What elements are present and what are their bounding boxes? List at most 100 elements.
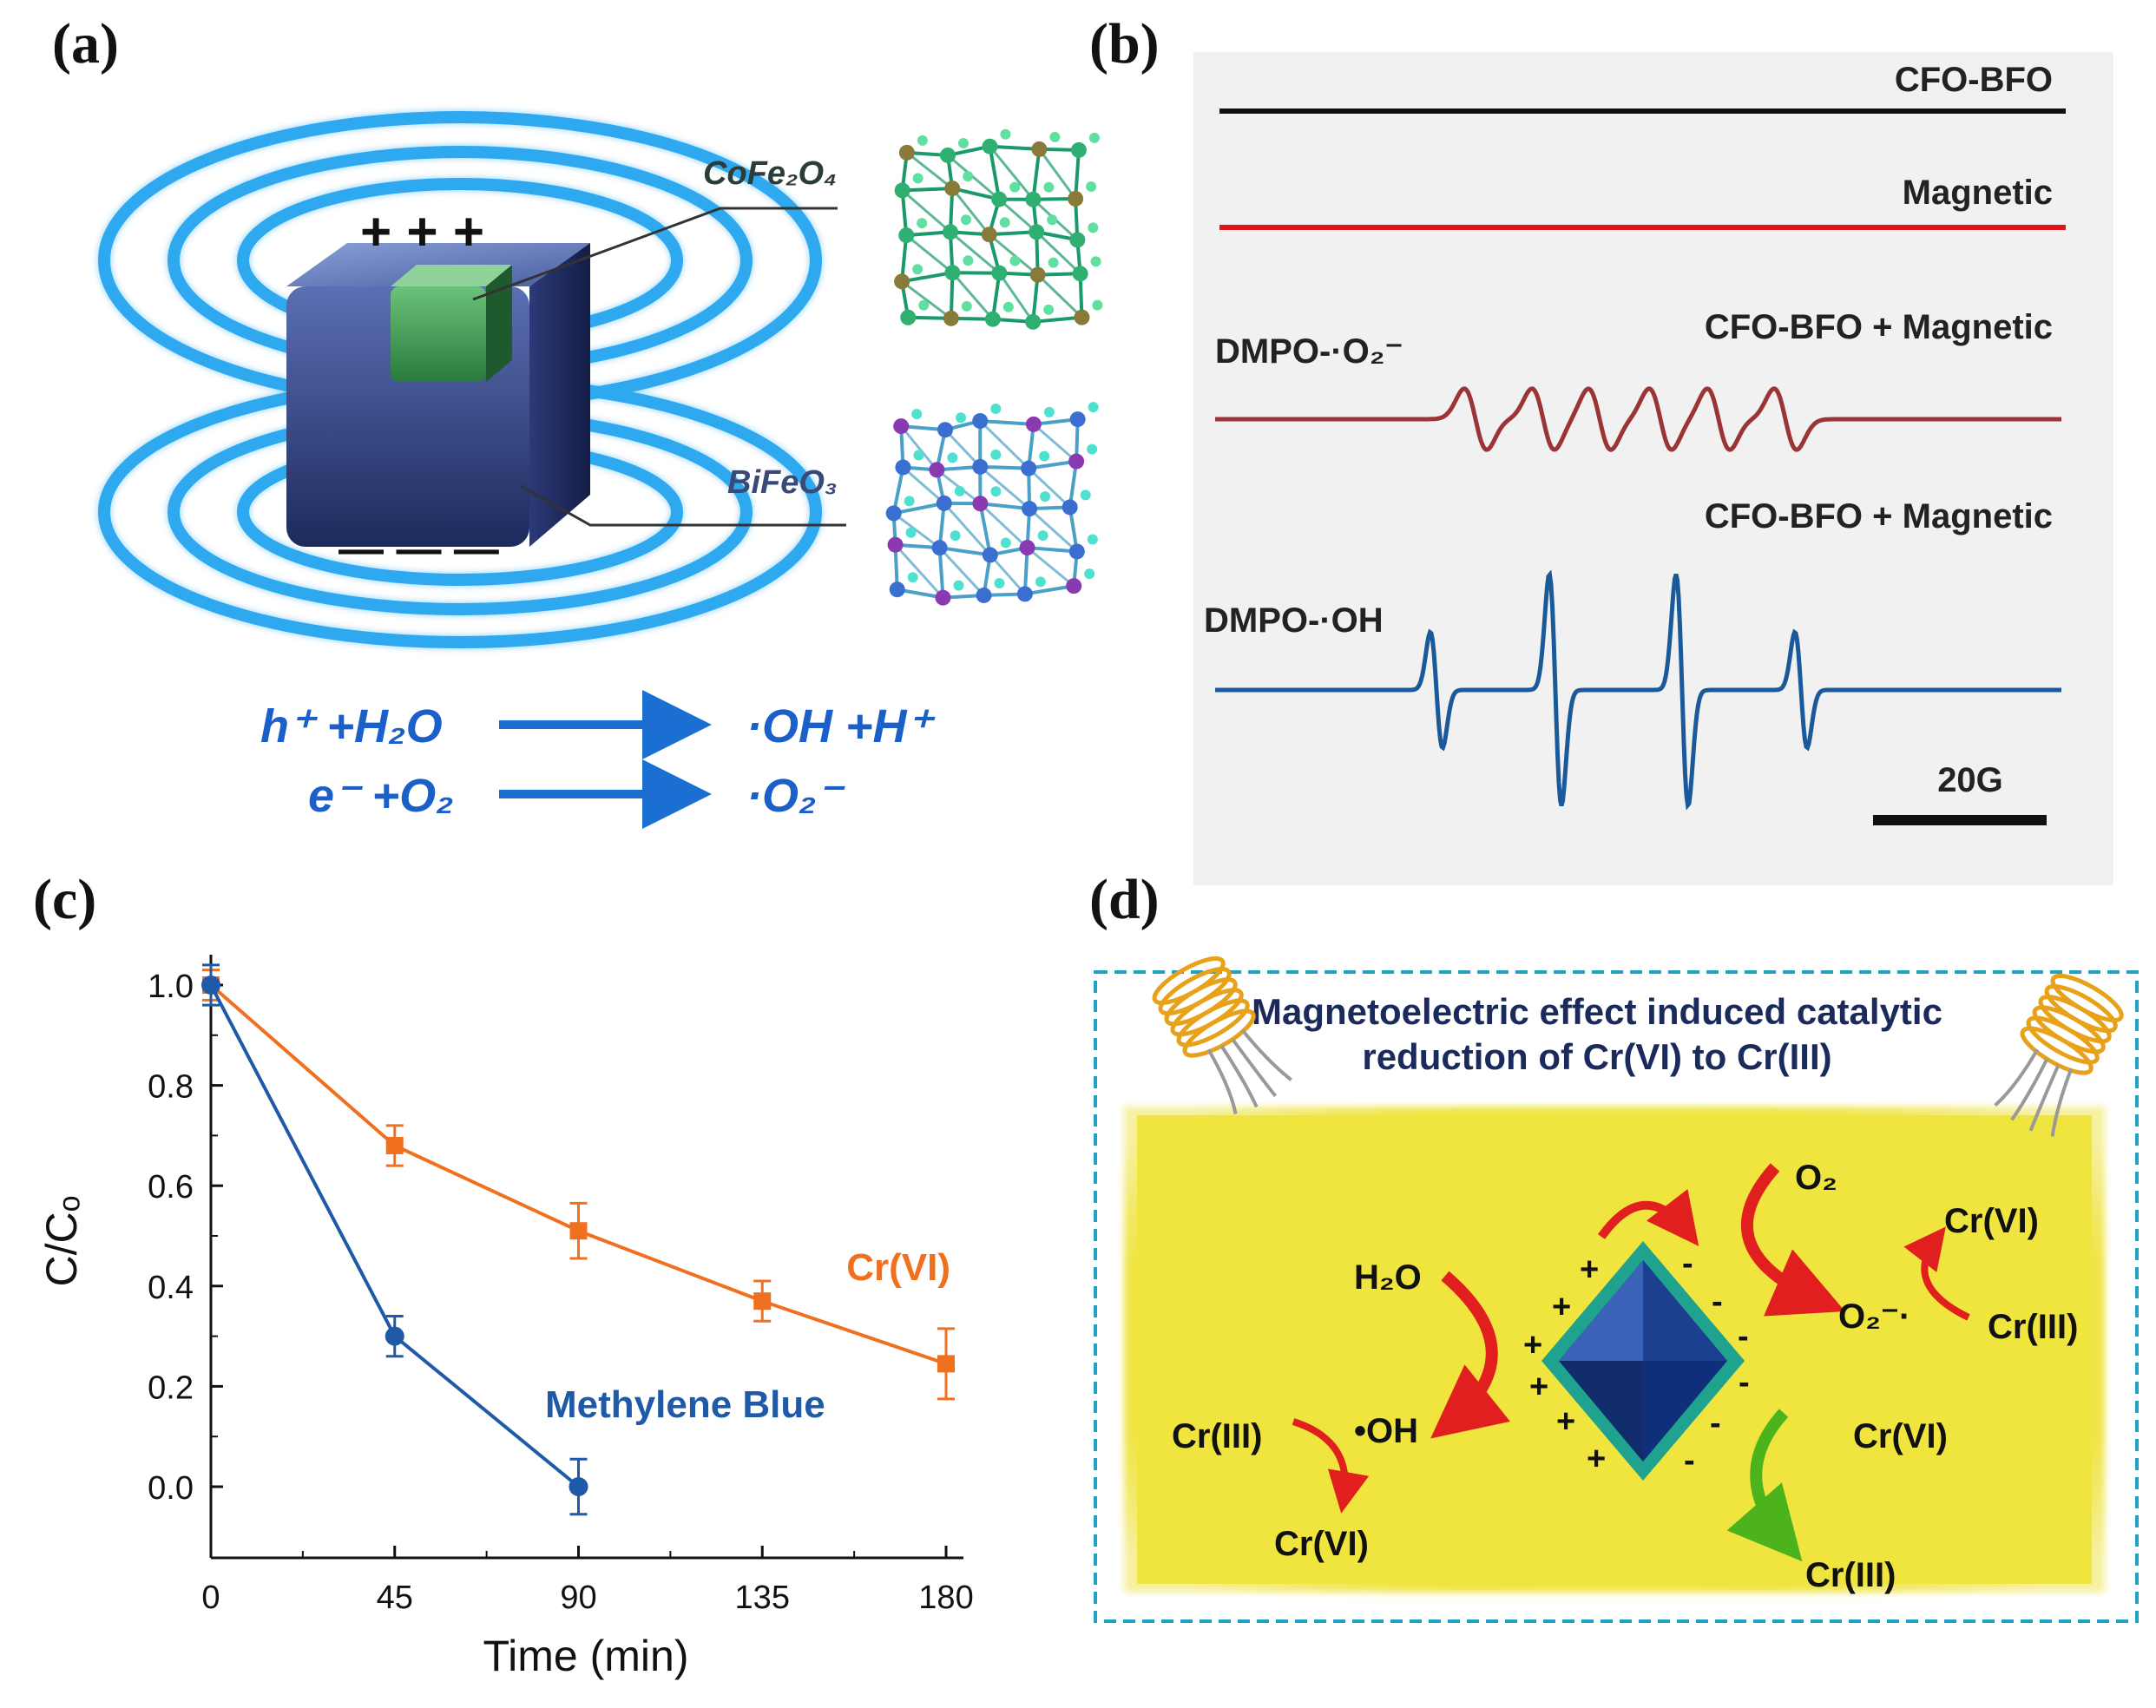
atom — [1080, 489, 1091, 501]
eq1-products: ·OH +H⁺ — [746, 700, 937, 752]
h2o-label: H₂O — [1354, 1258, 1422, 1297]
series-line — [209, 983, 947, 1366]
minus-charge: - — [1738, 1318, 1749, 1355]
bond — [902, 466, 945, 505]
bond — [988, 233, 1039, 276]
bond — [1038, 148, 1077, 200]
trace-dmpo-o2 — [1215, 386, 2061, 452]
bond — [989, 145, 1035, 200]
atom — [972, 496, 989, 512]
x-axis-title: Time (min) — [483, 1632, 688, 1680]
criii-to-crvi-arrow — [1292, 1418, 1370, 1514]
atom — [1025, 313, 1042, 330]
atom — [912, 264, 924, 275]
atom — [954, 485, 965, 496]
atom — [887, 536, 904, 553]
bond — [939, 546, 991, 557]
bond — [980, 502, 1030, 511]
atom — [990, 486, 1002, 497]
atom — [1037, 530, 1048, 542]
minus-charge: - — [1739, 1364, 1750, 1401]
atom — [1031, 141, 1048, 157]
bond — [905, 233, 954, 274]
atom — [1088, 132, 1100, 143]
atom — [963, 255, 974, 266]
bond — [937, 548, 945, 598]
atom — [1000, 128, 1011, 140]
bifeo3-crystal-structure — [885, 402, 1099, 606]
bond — [1024, 584, 1075, 596]
bond — [902, 187, 953, 193]
x-tick-label: 0 — [201, 1580, 220, 1616]
atom — [1087, 443, 1098, 455]
bond — [1026, 546, 1075, 588]
atom — [898, 144, 915, 161]
atom — [990, 404, 1002, 415]
reaction-equations: h⁺ +H₂O ·OH +H⁺ e⁻ +O₂ ·O₂⁻ — [260, 690, 937, 829]
atom — [984, 311, 1001, 327]
bond — [891, 467, 905, 514]
atom — [943, 310, 959, 326]
plus-charge: + — [1529, 1369, 1548, 1405]
x-tick-label: 45 — [377, 1580, 413, 1616]
x-tick-label: 180 — [918, 1580, 973, 1616]
atom — [950, 530, 961, 542]
atom — [1090, 256, 1101, 267]
atom — [911, 409, 923, 420]
bond — [979, 419, 1030, 470]
bond — [951, 187, 1000, 201]
bond — [1032, 315, 1082, 324]
bond — [980, 464, 1029, 470]
bond — [1031, 148, 1042, 200]
atom — [1049, 131, 1061, 142]
o2-label: O₂ — [1795, 1159, 1837, 1197]
bond — [943, 502, 991, 556]
scheme-title-line2: reduction of Cr(VI) to Cr(III) — [1362, 1036, 1831, 1077]
panel-c-label: (c) — [33, 868, 96, 931]
atom — [1048, 257, 1059, 268]
atom — [1047, 214, 1058, 226]
y-tick-label: 0.2 — [148, 1370, 194, 1406]
atom — [1062, 499, 1078, 516]
eq2-products: ·O₂⁻ — [746, 770, 846, 822]
atom — [999, 217, 1010, 228]
data-point — [753, 1292, 772, 1311]
atom — [944, 181, 961, 197]
panel-d-label: (d) — [1089, 868, 1160, 931]
atom — [1074, 309, 1090, 325]
atom — [982, 138, 998, 154]
scale-bar-label: 20G — [1937, 761, 2003, 799]
atom — [953, 580, 964, 591]
atom — [1025, 416, 1042, 432]
bond — [1074, 149, 1081, 200]
crvi-reduction-arrow — [1726, 1409, 1803, 1562]
hydroxyl-radical-label: •OH — [1354, 1412, 1418, 1450]
atom — [1043, 406, 1055, 417]
atom — [917, 218, 928, 229]
bond — [1032, 423, 1078, 463]
data-point — [937, 1355, 955, 1373]
atom — [960, 214, 971, 226]
superoxide-label: O₂⁻· — [1838, 1297, 1910, 1336]
atom — [939, 147, 956, 163]
electron-transfer-arrow — [1597, 1189, 1699, 1246]
bond — [989, 554, 1026, 595]
atom — [894, 273, 910, 290]
atom — [991, 265, 1008, 281]
y-tick-label: 0.0 — [148, 1470, 194, 1507]
bond — [938, 547, 985, 596]
crvi-right-top-label: Cr(VI) — [1944, 1202, 2039, 1240]
bifeo3-label: BiFeO₃ — [727, 464, 838, 501]
atom — [1068, 543, 1085, 560]
bond — [894, 543, 944, 599]
crvi-left-label: Cr(VI) — [1274, 1525, 1369, 1563]
atom — [972, 413, 989, 430]
atom — [1016, 586, 1033, 602]
atom — [893, 418, 910, 435]
bond — [905, 151, 954, 190]
atom — [1088, 402, 1099, 413]
atom — [1022, 501, 1038, 517]
bond — [950, 231, 1001, 274]
